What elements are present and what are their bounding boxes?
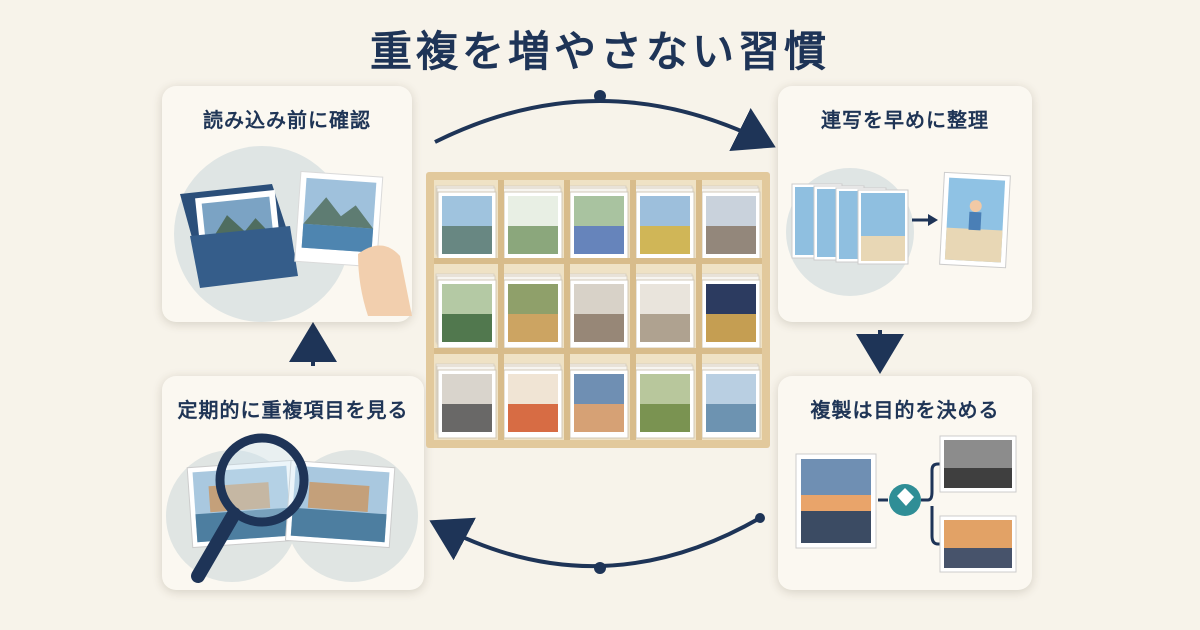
arrow-top <box>434 99 776 152</box>
step-card-organize-bursts: 連写を早めに整理 <box>778 86 1032 322</box>
shelf-photo-1-2 <box>567 273 629 349</box>
import-check-illustration <box>174 146 412 322</box>
shelf-photo-1-1 <box>501 273 563 349</box>
shelf-photo-0-0 <box>435 185 497 261</box>
shelf-photo-1-4 <box>699 273 761 349</box>
arrow-top-dot <box>594 90 606 102</box>
shelf-photo-2-1 <box>501 363 563 439</box>
shelf-photo-2-3 <box>633 363 695 439</box>
shelf-photo-1-0 <box>435 273 497 349</box>
original-photo <box>795 453 877 549</box>
step-label: 複製は目的を決める <box>810 398 1000 422</box>
shelf-photo-0-1 <box>501 185 563 261</box>
review-duplicates-illustration <box>166 433 418 583</box>
page-title: 重複を増やさない習慣 <box>369 27 830 76</box>
step-card-review-duplicates: 定期的に重複項目を見る <box>162 376 424 590</box>
copy-purpose-illustration <box>795 435 1017 573</box>
step-label: 定期的に重複項目を見る <box>177 398 409 422</box>
selected-photo <box>939 171 1011 269</box>
photo-box-icon <box>180 184 298 288</box>
tag-icon <box>889 484 921 516</box>
step-card-check-before-import: 読み込み前に確認 <box>162 86 412 322</box>
arrow-bottom <box>429 516 761 569</box>
shelf-photo-0-3 <box>633 185 695 261</box>
step-label: 読み込み前に確認 <box>203 108 371 132</box>
shelf-photo-0-4 <box>699 185 761 261</box>
monochrome-copy <box>939 435 1017 493</box>
shelf-photo-2-0 <box>435 363 497 439</box>
photo-shelf <box>426 172 770 448</box>
shelf-photo-0-2 <box>567 185 629 261</box>
burst-photo-stack <box>791 183 909 265</box>
shelf-photo-2-4 <box>699 363 761 439</box>
arrow-bottom-start-dot <box>755 513 765 523</box>
step-label: 連写を早めに整理 <box>821 108 989 132</box>
arrow-bottom-dot <box>594 562 606 574</box>
step-card-decide-copy-purpose: 複製は目的を決める <box>778 376 1032 590</box>
shelf-photo-1-3 <box>633 273 695 349</box>
burst-illustration <box>786 168 1011 296</box>
shelf-photo-2-2 <box>567 363 629 439</box>
magnifier-icon <box>191 433 309 583</box>
color-copy <box>939 515 1017 573</box>
hand-icon <box>358 245 412 316</box>
